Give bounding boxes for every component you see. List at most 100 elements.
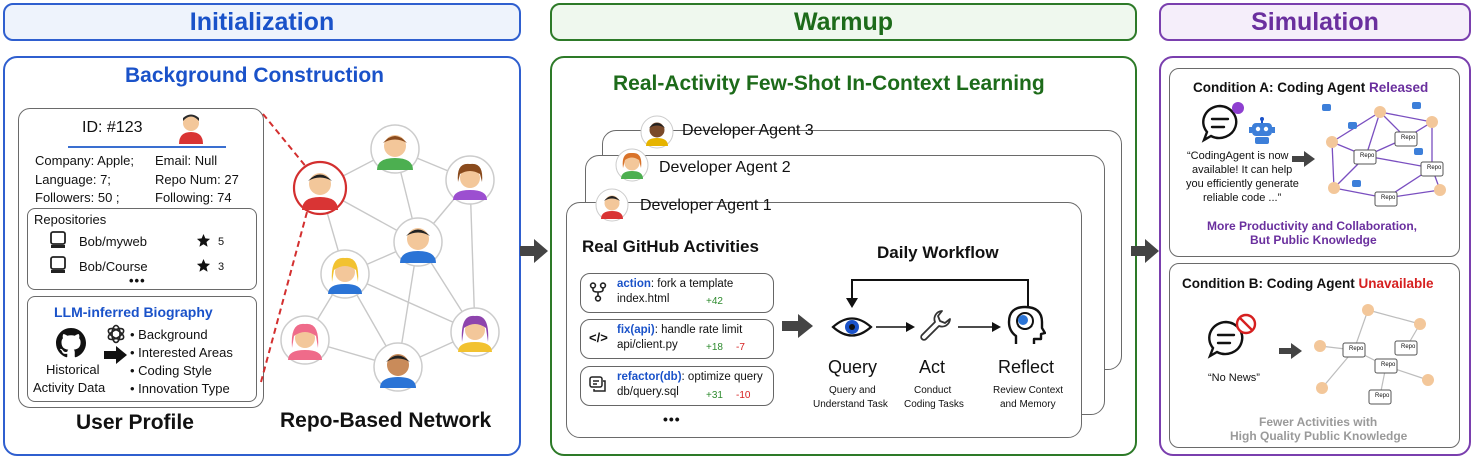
star-icon [196,258,211,272]
step-query-label: Query [828,357,878,377]
network-caption: Repo-Based Network [280,409,492,432]
github-activities-title: Real GitHub Activities [582,237,759,256]
activities-ellipsis: ••• [663,411,681,427]
daily-workflow-title: Daily Workflow [877,243,999,262]
warmup-header: Warmup [550,3,1137,41]
openai-icon [107,324,125,344]
profile-repo-num: Repo Num: 27 [155,172,239,187]
profile-company: Company: Apple; [35,153,135,168]
activity-file: db/query.sql [617,386,679,398]
arrow-right-icon [1131,239,1159,263]
condition-a-quote: “CodingAgent is now [1187,150,1289,162]
agent-2-label: Developer Agent 2 [659,159,791,176]
network-avatars [280,124,500,392]
simulation-panel [1159,56,1471,456]
developer-avatar-icon [640,115,674,149]
condition-a-title: Condition A: Coding Agent Released [1193,80,1429,95]
arrow-right-icon [104,346,127,364]
condition-b-title: Condition B: Coding Agent Unavailable [1182,276,1434,291]
step-act-label: Act [919,357,946,377]
chat-bubble-icon [1207,313,1257,359]
agent-3-label: Developer Agent 3 [682,122,814,139]
condition-a-quote: available! It can help [1192,164,1293,176]
background-construction-title: Background Construction [125,64,385,87]
profile-id: ID: #123 [82,119,143,136]
agent-1-label: Developer Agent 1 [640,197,772,214]
repo-based-network [280,124,500,392]
star-icon [196,233,211,247]
profile-followers: Followers: 50 ; [35,190,120,205]
fork-icon [589,282,607,302]
step-reflect-desc: Review Context [993,385,1064,396]
arrow-right-icon [958,322,1001,332]
repo-tag: Repo [1381,362,1396,368]
repo-tag: Repo [1360,153,1375,159]
step-reflect-desc: and Memory [1000,399,1056,410]
arrow-right-icon [782,314,813,338]
developer-avatar-icon [615,148,649,182]
simulation-header: Simulation [1159,3,1471,41]
chat-bubble-icon [1201,102,1244,143]
condition-b-network [1314,304,1434,405]
step-act-desc: Conduct [914,385,952,396]
arrow-right-icon [520,239,548,263]
message-icon [589,376,606,392]
user-profile-caption: User Profile [76,411,194,434]
brain-head-icon [1007,305,1046,344]
bio-item: • Background [130,327,208,342]
repo-tag: Repo [1401,135,1416,141]
historical-label: Historical [46,362,100,377]
eye-icon [831,317,873,337]
activity-title: fix(api): handle rate limit [617,324,743,336]
repositories-box [27,208,257,290]
activity-card [580,273,774,313]
profile-link-lines [260,113,308,383]
developer-avatar-icon [595,188,629,222]
bio-item: • Interested Areas [130,345,233,360]
condition-b-caption: High Quality Public Knowledge [1230,429,1408,443]
repositories-title: Repositories [34,212,107,227]
condition-a-card [1169,68,1460,257]
profile-email: Email: Null [155,153,218,168]
github-icon [56,328,86,358]
condition-a-quote: you efficiently generate [1186,178,1299,190]
warmup-title: Real-Activity Few-Shot In-Context Learni… [613,72,1045,95]
developer-avatar-icon [179,114,203,144]
activity-file: api/client.py [617,339,678,351]
repo-tag: Repo [1401,344,1416,350]
activity-additions: +18 [706,342,723,353]
condition-a-network [1322,102,1446,207]
profile-language: Language: 7; [35,172,111,187]
activity-title: action: fork a template [617,278,734,290]
activity-additions: +42 [706,296,723,307]
bio-item: • Coding Style [130,363,212,378]
activity-additions: +31 [706,390,723,401]
activity-deletions: -7 [736,342,745,353]
activity-card [580,366,774,406]
repo-stars: 3 [218,261,225,273]
code-icon: </> [589,330,608,345]
biography-title: LLM-inferred Biography [54,304,213,320]
reflect-loop-arrow [846,279,1029,308]
arrow-right-icon [1292,151,1315,167]
step-reflect-label: Reflect [998,357,1055,377]
activity-card [580,319,774,359]
activity-deletions: -10 [736,390,751,401]
repo-tag: Repo [1427,165,1442,171]
repo-tag: Repo [1375,393,1390,399]
profile-following: Following: 74 [155,190,232,205]
repo-tag: Repo [1349,346,1364,352]
monitor-icon [50,231,66,248]
repo-name: Bob/Course [79,259,148,274]
condition-a-caption: But Public Knowledge [1250,233,1377,247]
profile-id-underline [68,146,226,148]
condition-a-caption: More Productivity and Collaboration, [1207,219,1418,233]
condition-b-caption: Fewer Activities with [1259,415,1378,429]
repo-name: Bob/myweb [79,234,147,249]
activity-data-label: Activity Data [33,380,106,395]
initialization-header: Initialization [3,3,521,41]
step-query-desc: Query and [829,385,876,396]
activity-title: refactor(db): optimize query [617,371,763,383]
step-act-desc: Coding Tasks [904,399,964,410]
condition-a-quote: reliable code ...” [1203,192,1282,204]
